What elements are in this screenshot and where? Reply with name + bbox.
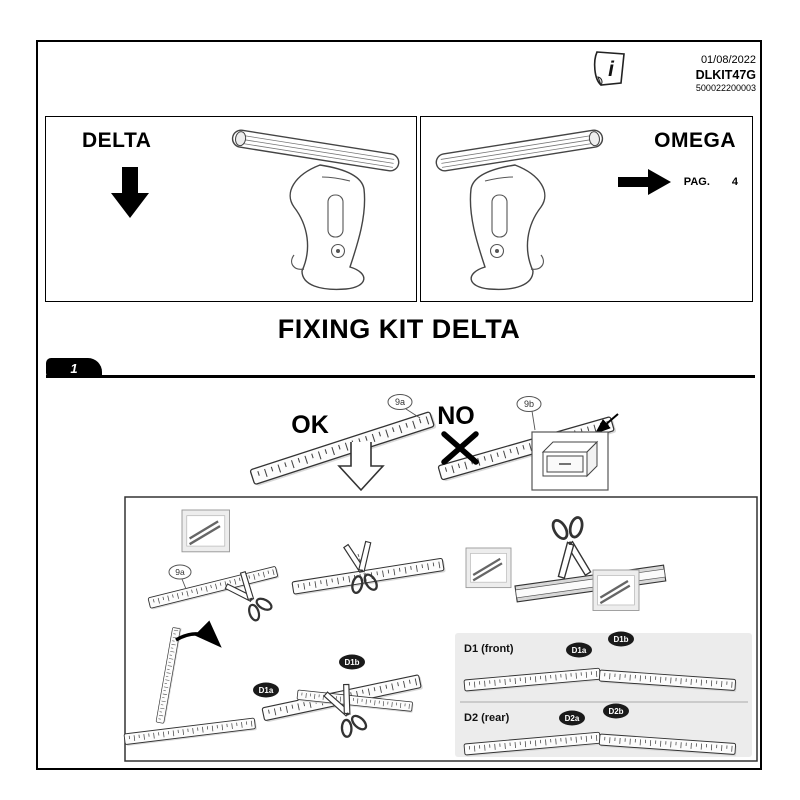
badge-d1a: D1a xyxy=(566,642,592,658)
scene-cut-9a: 9a xyxy=(147,508,280,626)
delta-label: DELTA xyxy=(82,129,152,152)
page-reference: PAG. 4 xyxy=(617,169,738,195)
svg-text:D2b: D2b xyxy=(608,707,623,716)
d-strips-panel: D1 (front) D1a D1b D2 (rear) D2a D2b xyxy=(455,631,752,758)
strip-9a xyxy=(249,410,438,488)
svg-text:D1a: D1a xyxy=(259,686,274,695)
badge-9a: 9a xyxy=(387,394,421,419)
variant-panels: DELTA xyxy=(45,116,753,302)
ok-label: OK xyxy=(291,411,329,439)
info-sheet-icon: i xyxy=(593,51,625,87)
scene-insert-channel xyxy=(514,513,667,612)
document-header: i 01/08/2022 DLKIT47G 500022200003 xyxy=(590,48,756,95)
badge-d2a: D2a xyxy=(559,710,585,726)
document-meta: 01/08/2022 DLKIT47G 500022200003 xyxy=(638,48,756,95)
svg-text:D1b: D1b xyxy=(613,635,628,644)
instruction-sheet: i 01/08/2022 DLKIT47G 500022200003 DELTA xyxy=(36,40,762,770)
d1-front-label: D1 (front) xyxy=(464,643,514,655)
scene-fold-strip xyxy=(123,620,258,747)
badge-d1b: D1b xyxy=(608,631,634,647)
step1-figure: OK 9a NO 9b xyxy=(123,394,758,762)
scene-cut-middle xyxy=(291,539,513,597)
no-label: NO xyxy=(437,402,475,430)
drawer-icon xyxy=(542,441,598,477)
badge-d1b-scene: D1b xyxy=(339,654,365,670)
down-arrow-outline-icon xyxy=(337,442,385,492)
serial-number: 500022200003 xyxy=(695,83,756,94)
cross-icon xyxy=(441,431,479,465)
product-code: DLKIT47G xyxy=(695,67,756,82)
document-date: 01/08/2022 xyxy=(700,54,756,66)
svg-text:i: i xyxy=(608,58,615,81)
page-ref-number: 4 xyxy=(731,176,738,188)
svg-text:D2a: D2a xyxy=(565,714,580,723)
delta-panel: DELTA xyxy=(45,116,418,302)
drawer-box xyxy=(531,431,609,491)
svg-text:9a: 9a xyxy=(175,567,185,577)
scene-cut-d1: D1a D1b xyxy=(253,654,424,742)
svg-text:9a: 9a xyxy=(395,397,405,407)
delta-foot-drawing xyxy=(232,129,400,291)
svg-text:9b: 9b xyxy=(524,399,534,409)
page-title: FIXING KIT DELTA xyxy=(277,314,521,344)
right-arrow-icon xyxy=(617,169,671,195)
badge-9b: 9b xyxy=(516,396,542,431)
step-rule xyxy=(46,375,755,378)
d-panel-background xyxy=(455,633,752,757)
d2-rear-label: D2 (rear) xyxy=(464,712,510,724)
fold-arrow xyxy=(175,620,222,648)
page-ref-label: PAG. xyxy=(683,176,710,188)
omega-foot-drawing xyxy=(434,128,605,291)
step-tab: 1 xyxy=(46,358,102,378)
badge-d1a-scene: D1a xyxy=(253,682,279,698)
badge-9a-scene: 9a xyxy=(168,564,192,590)
svg-text:D1a: D1a xyxy=(572,646,587,655)
omega-panel: OMEGA PAG. 4 xyxy=(420,116,753,302)
svg-text:D1b: D1b xyxy=(344,658,359,667)
omega-label: OMEGA xyxy=(654,129,736,152)
down-arrow-icon xyxy=(111,167,149,218)
badge-d2b: D2b xyxy=(603,703,629,719)
step-number: 1 xyxy=(70,360,78,376)
to-drawer-arrow xyxy=(594,413,619,434)
